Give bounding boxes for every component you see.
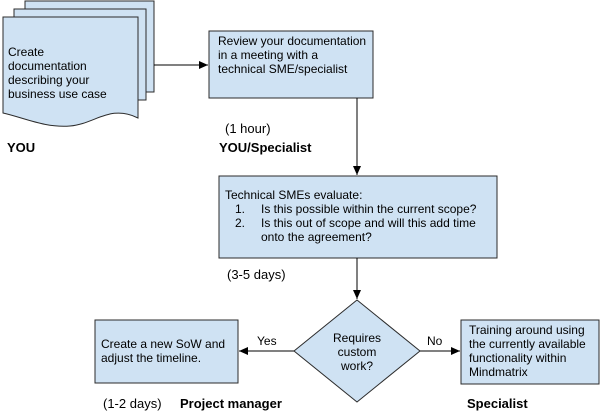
evaluate-box-text: Technical SMEs evaluate: 1. Is this poss… xyxy=(225,188,493,244)
label-one-hour: (1 hour) xyxy=(225,121,271,136)
training-box-shape xyxy=(460,319,600,385)
question-text: Is this out of scope and will this add t… xyxy=(261,216,476,244)
question-number: 1. xyxy=(235,202,246,216)
label-you-specialist: YOU/Specialist xyxy=(219,140,312,155)
label-yes: Yes xyxy=(257,334,277,348)
evaluate-box-shape xyxy=(218,175,498,259)
label-no: No xyxy=(427,334,443,348)
evaluate-heading: Technical SMEs evaluate: xyxy=(225,188,363,202)
label-one-two-days: (1-2 days) xyxy=(103,396,162,411)
question-text: Is this possible within the current scop… xyxy=(261,202,477,216)
evaluate-question-item: 1. Is this possible within the current s… xyxy=(225,202,493,216)
document-stack-shape xyxy=(2,0,155,127)
label-project-manager: Project manager xyxy=(180,396,282,411)
document-box-text: Create documentation describing your bus… xyxy=(8,45,107,101)
sow-box-shape xyxy=(94,319,239,384)
decision-diamond-shape xyxy=(293,299,421,403)
evaluate-question-list: 1. Is this possible within the current s… xyxy=(225,202,493,244)
review-box-shape xyxy=(208,30,374,99)
label-three-five-days: (3-5 days) xyxy=(227,267,286,282)
label-specialist: Specialist xyxy=(467,396,528,411)
label-you: YOU xyxy=(7,140,36,155)
review-box-text: Review your documentation in a meeting w… xyxy=(218,34,367,76)
sow-box-text: Create a new SoW and adjust the timeline… xyxy=(101,337,226,365)
question-number: 2. xyxy=(235,216,246,230)
training-box-text: Training around using the currently avai… xyxy=(469,323,586,379)
decision-text: Requires custom work? xyxy=(332,331,382,373)
evaluate-question-item: 2. Is this out of scope and will this ad… xyxy=(225,216,493,244)
